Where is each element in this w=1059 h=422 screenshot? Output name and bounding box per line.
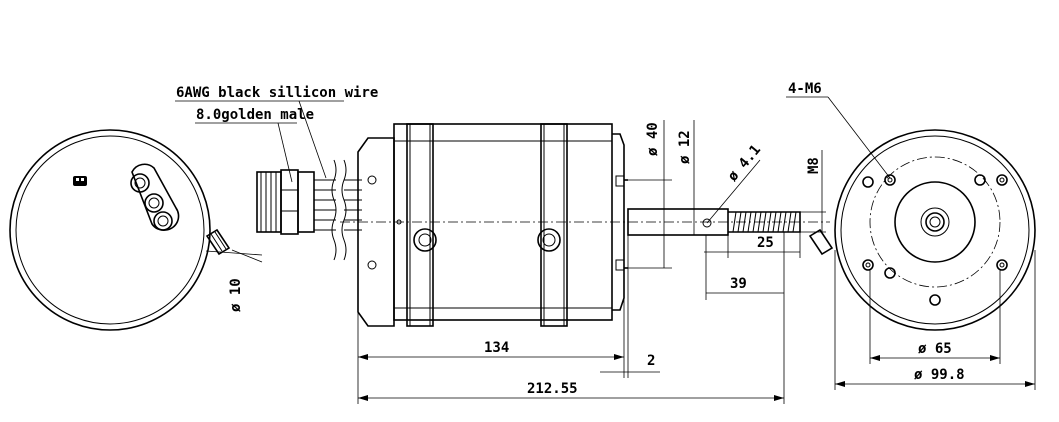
- front-end-view: 4-M6 ø 65 ø 99.8: [786, 81, 1036, 390]
- shaft-dimensions: ø 40 ø 12 ø 4.1 M8 25 39: [628, 120, 826, 300]
- overall-length-label: 212.55: [527, 381, 578, 397]
- thread-label: M8: [806, 157, 822, 174]
- cooling-fitting-rear: [205, 228, 231, 256]
- rear-end-view: ø 10: [9, 129, 263, 331]
- fitting-dia-label: ø 10: [228, 278, 244, 312]
- outer-dia-label: ø 99.8: [914, 367, 965, 383]
- shaft-dia-label: ø 12: [677, 130, 693, 164]
- flange-gap-label: 2: [647, 353, 655, 369]
- connector-symbol: [73, 176, 87, 186]
- shaft-length-label: 39: [730, 276, 747, 292]
- pilot-dia-label: ø 40: [645, 122, 661, 156]
- wire-callouts: 6AWG black sillicon wire 8.0golden male: [175, 85, 378, 183]
- body-length-label: 134: [484, 340, 509, 356]
- length-dimensions: 134 2 212.55: [357, 232, 785, 404]
- wire-harness: [256, 159, 362, 261]
- wire-callout-text: 6AWG black sillicon wire: [176, 85, 378, 101]
- output-shaft: [627, 208, 801, 236]
- connector-callout-text: 8.0golden male: [196, 107, 314, 123]
- phase-terminals: [130, 163, 180, 231]
- thread-length-label: 25: [757, 235, 774, 251]
- mount-holes-callout: 4-M6: [788, 81, 822, 97]
- bolt-circle-label: ø 65: [918, 341, 952, 357]
